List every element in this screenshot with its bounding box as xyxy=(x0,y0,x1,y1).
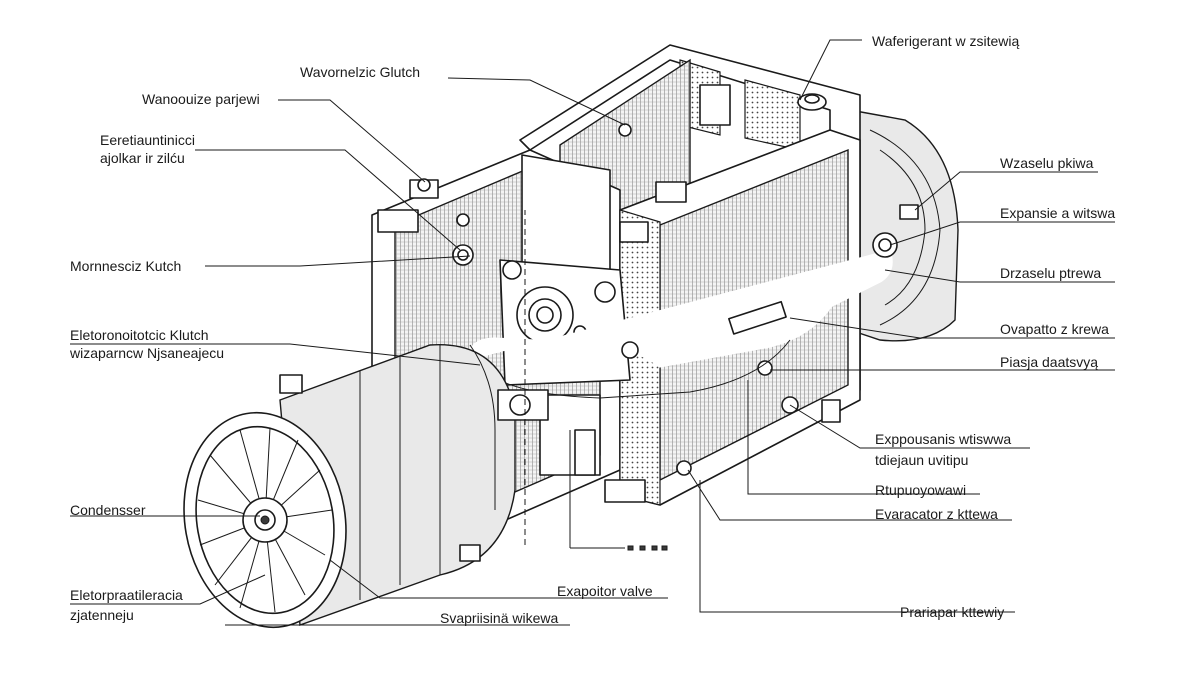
label-right-8: Evaracator z kttewa xyxy=(875,506,998,522)
label-right-7: Rtupuoyowawi xyxy=(875,482,966,498)
label-left-6a: Eletorpraatileracia xyxy=(70,587,183,603)
label-left-1: Wanoouize parjewi xyxy=(142,91,260,107)
label-right-6b: tdiejaun uvitipu xyxy=(875,452,968,468)
valve-block xyxy=(499,154,631,476)
label-left-2b: ajolkar ir zilću xyxy=(100,150,185,166)
label-right-2: Expansie a witswa xyxy=(1000,205,1115,221)
label-top-right: Waferigerant w zsitewią xyxy=(872,33,1020,49)
label-left-3: Mornnesciz Kutch xyxy=(70,258,181,274)
label-left-6b: zjatenneju xyxy=(70,607,134,623)
compressor xyxy=(183,343,549,629)
label-right-6a: Exppousanis wtiswwa xyxy=(875,431,1011,447)
leader-lines xyxy=(70,39,1115,626)
label-top-clutch: Wavornelzic Glutch xyxy=(300,64,420,80)
machine-illustration xyxy=(183,44,959,629)
label-right-5: Piasja daatsvyą xyxy=(1000,354,1098,370)
label-bottom-2: Svapriisinä wikewa xyxy=(440,610,558,626)
label-condenser: Condensser xyxy=(70,502,146,518)
refrigerant-pipes xyxy=(467,232,898,399)
label-left-4a: Eletoronoitotcic Klutch xyxy=(70,327,209,343)
label-right-1: Wzaselu pkiwa xyxy=(1000,155,1094,171)
label-right-3: Drzaselu ptrewa xyxy=(1000,265,1101,281)
label-left-4b: wizaparncw Njsaneajecu xyxy=(69,345,224,361)
label-right-9: Prariapar kttewiy xyxy=(900,604,1004,620)
label-right-4: Ovapatto z krewa xyxy=(1000,321,1109,337)
rear-blower-housing xyxy=(849,109,959,342)
label-left-2a: Eeretiauntinicci xyxy=(100,132,195,148)
connector-dots xyxy=(627,545,668,551)
label-bottom-1: Exapoitor valve xyxy=(557,583,653,599)
callout-labels: Wavornelzic Glutch Waferigerant w zsitew… xyxy=(69,33,1115,626)
